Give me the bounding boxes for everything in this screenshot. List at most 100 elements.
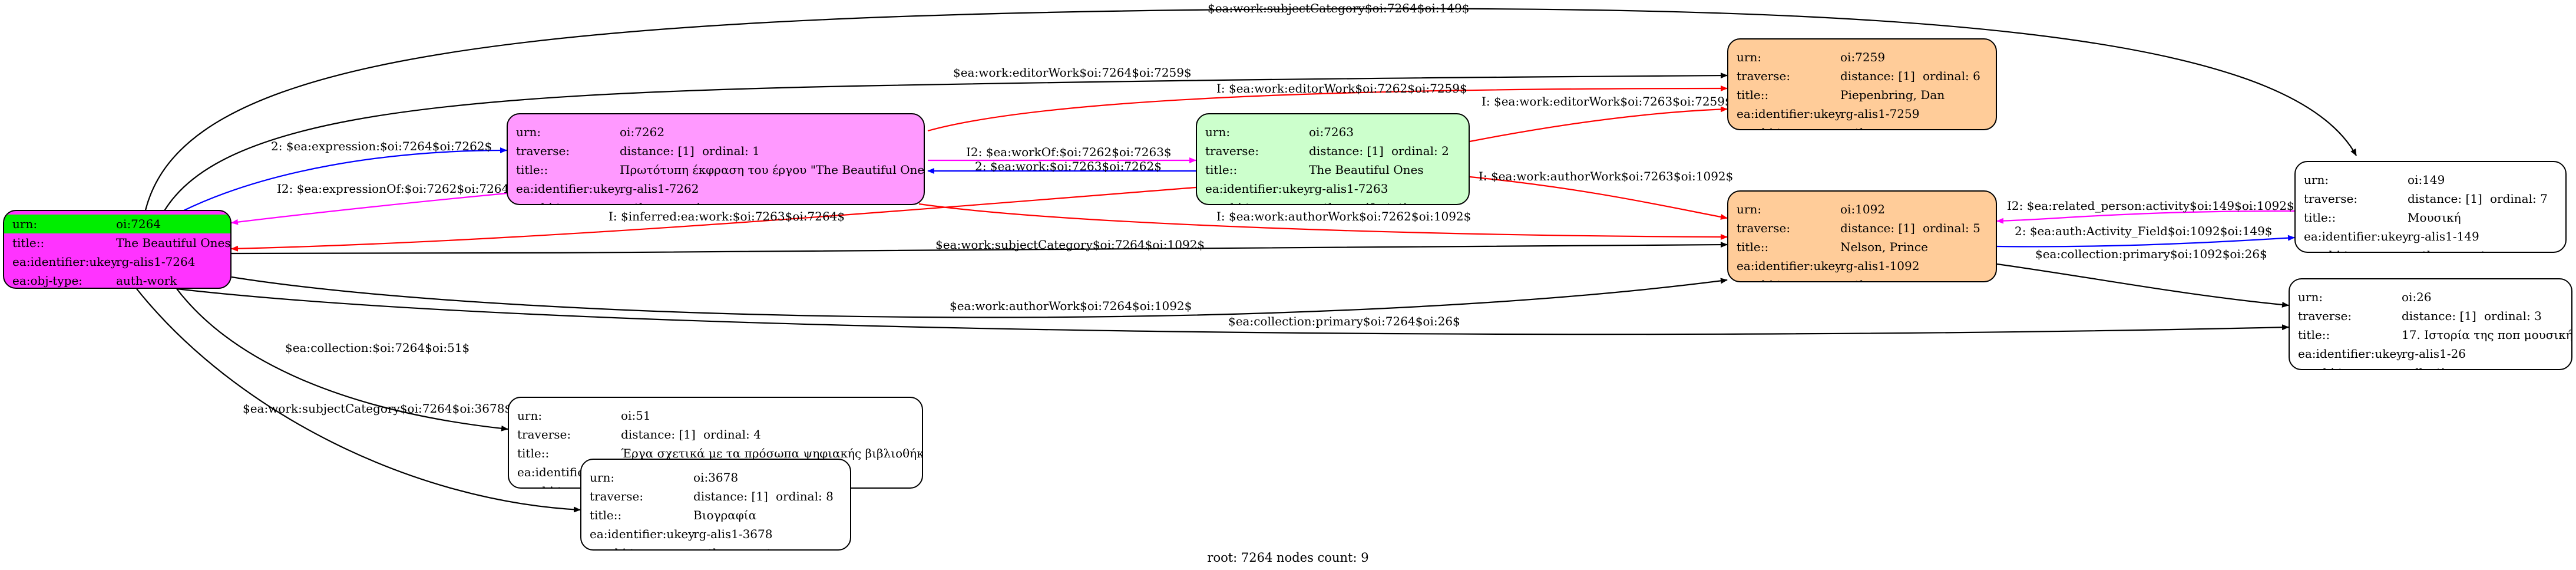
node-title-row: title::Nelson, Prince bbox=[1737, 238, 1996, 256]
traverse-key: traverse: bbox=[1205, 144, 1259, 158]
urn-key: urn: bbox=[12, 217, 38, 231]
node-traverse-row: traverse:distance: [1]ordinal: 8 bbox=[590, 487, 850, 506]
title-value: Μουσική bbox=[2408, 210, 2461, 225]
node-7263[interactable]: urn:oi:7263 traverse:distance: [1]ordina… bbox=[1196, 113, 1470, 205]
node-1092[interactable]: urn:oi:1092 traverse:distance: [1]ordina… bbox=[1727, 190, 1997, 282]
edge-line-relatedperson-149-1092 bbox=[1996, 210, 2295, 224]
ordinal-value: ordinal: 6 bbox=[1923, 69, 1980, 83]
edge-label-authorwork-7264-1092: $ea:work:authorWork$oi:7264$oi:1092$ bbox=[950, 299, 1192, 313]
ordinal-value: ordinal: 4 bbox=[703, 427, 761, 441]
edge-line-editorwork-7262-7259 bbox=[927, 85, 1728, 132]
title-key: title:: bbox=[1205, 163, 1238, 177]
node-title-row: title::Piepenbring, Dan bbox=[1737, 85, 1996, 104]
node-title-row: title::Πρωτότυπη έκφραση του έργου "The … bbox=[516, 160, 924, 179]
distance-value: distance: [1] bbox=[621, 427, 696, 441]
edge-line-collection-7264-51 bbox=[176, 288, 508, 431]
edge-label-subjectcategory-7264-1092: $ea:work:subjectCategory$oi:7264$oi:1092… bbox=[935, 238, 1205, 252]
distance-value: distance: [1] bbox=[693, 489, 768, 503]
urn-value: oi:7262 bbox=[620, 125, 665, 139]
distance-value: distance: [1] bbox=[1840, 69, 1915, 83]
identifier-value: rg-alis1-26 bbox=[2402, 347, 2466, 361]
edge-label-editorwork-7263-7259: I: $ea:work:editorWork$oi:7263$oi:7259$ bbox=[1482, 94, 1732, 108]
ordinal-value: ordinal: 3 bbox=[2484, 309, 2542, 323]
title-key: title:: bbox=[1737, 240, 1769, 254]
identifier-value: rg-alis1-3678 bbox=[693, 527, 773, 541]
identifier-value: rg-alis1-7259 bbox=[1840, 107, 1920, 121]
objtype-key: ea:obj-type: bbox=[12, 274, 83, 288]
edge-line-inferred-7263-7264 bbox=[231, 186, 1196, 252]
objtype-key: ea:obj-type: bbox=[2304, 248, 2408, 252]
identifier-key: ea:identifier:ukey bbox=[1737, 107, 1842, 121]
node-traverse-row: traverse:distance: [1]ordinal: 7 bbox=[2304, 189, 2565, 208]
node-urn-row: urn:oi:51 bbox=[517, 406, 922, 425]
urn-value: oi:26 bbox=[2402, 290, 2432, 304]
objtype-key: ea:obj-type: bbox=[1205, 200, 1309, 204]
title-value: The Beautiful Ones bbox=[1309, 163, 1424, 177]
identifier-value: rg-alis1-7263 bbox=[1309, 182, 1388, 196]
node-title-row: title:: The Beautiful Ones bbox=[12, 233, 230, 252]
edge-label-collection-7264-26: $ea:collection:primary$oi:7264$oi:26$ bbox=[1228, 314, 1460, 328]
node-7259[interactable]: urn:oi:7259 traverse:distance: [1]ordina… bbox=[1727, 38, 1997, 130]
edge-label-activityfield-1092-149: 2: $ea:auth:Activity_Field$oi:1092$oi:14… bbox=[2015, 224, 2273, 238]
edge-label-editorwork-7264-7259: $ea:work:editorWork$oi:7264$oi:7259$ bbox=[953, 65, 1192, 80]
node-urn-row: urn:oi:26 bbox=[2298, 288, 2571, 307]
urn-value: oi:7263 bbox=[1309, 125, 1354, 139]
identifier-key: ea:identifier:ukey bbox=[1205, 182, 1311, 196]
edge-label-relatedperson-149-1092: I2: $ea:related_person:activity$oi:149$o… bbox=[2007, 199, 2294, 213]
identifier-key: ea:identifier:ukey bbox=[12, 255, 118, 269]
edge-line-collection-1092-26 bbox=[1996, 263, 2289, 308]
objtype-value: auth-person bbox=[1840, 278, 1912, 281]
objtype-value: auth-manifestation bbox=[1309, 200, 1421, 204]
title-key: title:: bbox=[2298, 328, 2330, 342]
node-identifier-row: ea:identifier:ukey rg-alis1-7264 bbox=[12, 252, 230, 271]
edge-line-expressionof-7262-7264 bbox=[231, 192, 507, 225]
title-value: 17. Ιστορία της ποπ μουσικής bbox=[2402, 328, 2572, 342]
urn-key: urn: bbox=[1205, 125, 1231, 139]
distance-value: distance: [1] bbox=[620, 144, 695, 158]
identifier-value: rg-alis1-7262 bbox=[620, 182, 699, 196]
urn-value: oi:7259 bbox=[1840, 50, 1886, 64]
distance-value: distance: [1] bbox=[1309, 144, 1384, 158]
objtype-value: auth-work bbox=[116, 274, 177, 288]
edge-label-collection-1092-26: $ea:collection:primary$oi:1092$oi:26$ bbox=[2035, 247, 2267, 261]
ordinal-value: ordinal: 7 bbox=[2490, 192, 2548, 206]
node-urn-row: urn:oi:7259 bbox=[1737, 48, 1996, 67]
node-traverse-row: traverse:distance: [1]ordinal: 4 bbox=[517, 425, 922, 444]
urn-value: oi:1092 bbox=[1840, 202, 1886, 216]
graph-caption: root: 7264 nodes count: 9 bbox=[1207, 551, 1369, 565]
traverse-key: traverse: bbox=[590, 489, 644, 503]
urn-key: urn: bbox=[516, 125, 541, 139]
traverse-key: traverse: bbox=[2298, 309, 2352, 323]
node-7264[interactable]: urn: oi:7264 title:: The Beautiful Ones … bbox=[3, 210, 232, 289]
identifier-value: rg-alis1-1092 bbox=[1840, 259, 1920, 273]
edge-label-work-7263-7262: 2: $ea:work:$oi:7263$oi:7262$ bbox=[975, 159, 1162, 173]
node-149[interactable]: urn:oi:149 traverse:distance: [1]ordinal… bbox=[2294, 161, 2567, 253]
node-3678[interactable]: urn:oi:3678 traverse:distance: [1]ordina… bbox=[580, 459, 851, 551]
identifier-value: rg-alis1-7264 bbox=[116, 255, 196, 269]
title-value: Πρωτότυπη έκφραση του έργου "The Beautif… bbox=[620, 163, 925, 177]
urn-key: urn: bbox=[2304, 173, 2329, 187]
distance-value: distance: [1] bbox=[1840, 221, 1915, 235]
node-7262[interactable]: urn: oi:7262 traverse:distance: [1]ordina… bbox=[507, 113, 925, 205]
node-objtype-row: ea:obj-type:auth-concept bbox=[590, 543, 850, 549]
node-traverse-row: traverse:distance: [1]ordinal: 1 bbox=[516, 141, 924, 160]
node-objtype-row: ea:obj-type:auth-concept bbox=[2304, 246, 2565, 252]
node-26[interactable]: urn:oi:26 traverse:distance: [1]ordinal:… bbox=[2289, 278, 2572, 370]
edge-label-editorwork-7262-7259: I: $ea:work:editorWork$oi:7262$oi:7259$ bbox=[1216, 81, 1467, 95]
title-value: The Beautiful Ones bbox=[116, 236, 231, 250]
node-urn-row: urn:oi:149 bbox=[2304, 170, 2565, 189]
node-objtype-row: ea:obj-type: auth-work bbox=[12, 271, 230, 288]
title-key: title:: bbox=[1737, 88, 1769, 102]
urn-key: urn: bbox=[517, 408, 543, 423]
edge-line-authorwork-7262-1092 bbox=[918, 203, 1728, 240]
urn-key: urn: bbox=[590, 470, 615, 485]
edge-label-workof-7262-7263: I2: $ea:workOf:$oi:7262$oi:7263$ bbox=[966, 145, 1172, 159]
distance-value: distance: [1] bbox=[2408, 192, 2482, 206]
